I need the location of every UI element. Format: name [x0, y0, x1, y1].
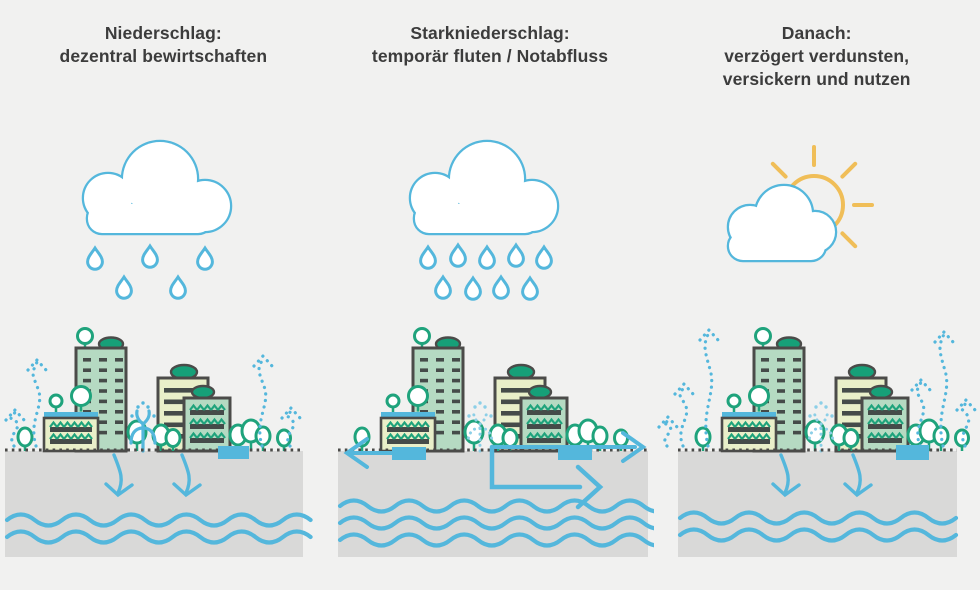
panel-niederschlag: Niederschlag: dezentral bewirtschaften — [0, 0, 327, 590]
city — [16, 327, 292, 453]
green-facade-building — [182, 384, 232, 453]
groundwater-waves — [337, 498, 654, 548]
city-scene-starkniederschlag — [337, 139, 654, 557]
panel-title-line: temporär fluten / Notabfluss — [371, 46, 609, 66]
small-building — [721, 385, 778, 453]
fountain — [129, 401, 157, 453]
infiltration-arrows — [771, 453, 874, 498]
overflow-arrow-right — [492, 431, 647, 463]
surface-water-basin — [896, 445, 930, 460]
groundwater-waves — [4, 512, 313, 545]
cloud-icon — [727, 183, 838, 263]
city — [694, 327, 971, 453]
panel-title: Danach: verzögert verdunsten, versickern… — [653, 22, 980, 91]
panel-title-line: Danach: — [781, 23, 852, 43]
evaporation-arrows — [4, 353, 302, 448]
raindrops — [86, 243, 214, 300]
surface-water-basin — [557, 447, 592, 460]
panel-starkniederschlag: Starkniederschlag: temporär fluten / Not… — [327, 0, 654, 590]
fountain — [807, 401, 835, 453]
panel-title-line: Niederschlag: — [104, 23, 222, 43]
panel-title-line: dezentral bewirtschaften — [59, 46, 268, 66]
fountain — [466, 401, 494, 453]
groundwater-waves — [678, 510, 959, 543]
small-building — [379, 385, 436, 453]
underground-overflow-arrow — [489, 444, 604, 510]
panel-title: Starkniederschlag: temporär fluten / Not… — [327, 22, 654, 68]
city-scene-danach — [657, 145, 977, 557]
sun-cloud-icon — [727, 145, 875, 263]
street-trees — [353, 418, 629, 451]
evaporation-arrows — [657, 327, 977, 448]
surface-water-basins — [218, 446, 249, 459]
green-facade-building — [519, 384, 569, 453]
overflow-arrow-left — [343, 437, 425, 469]
surface-water-basin — [218, 446, 249, 459]
panel-title-line: versickern und nutzen — [722, 69, 911, 89]
panel-title-line: Starkniederschlag: — [410, 23, 570, 43]
rain-cloud-icon — [81, 139, 233, 236]
surface-water-basins — [896, 445, 930, 460]
city-scene-niederschlag — [4, 139, 313, 557]
infiltration-arrows — [104, 453, 202, 498]
panel-danach: Danach: verzögert verdunsten, versickern… — [653, 0, 980, 590]
raindrops — [418, 242, 553, 301]
street-trees — [694, 418, 971, 451]
panel-title: Niederschlag: dezentral bewirtschaften — [0, 22, 327, 68]
city — [353, 327, 629, 453]
rain-cloud-icon — [408, 139, 559, 236]
green-facade-building — [860, 384, 910, 453]
panel-title-line: verzögert verdunsten, — [724, 46, 910, 66]
small-building — [42, 385, 100, 453]
